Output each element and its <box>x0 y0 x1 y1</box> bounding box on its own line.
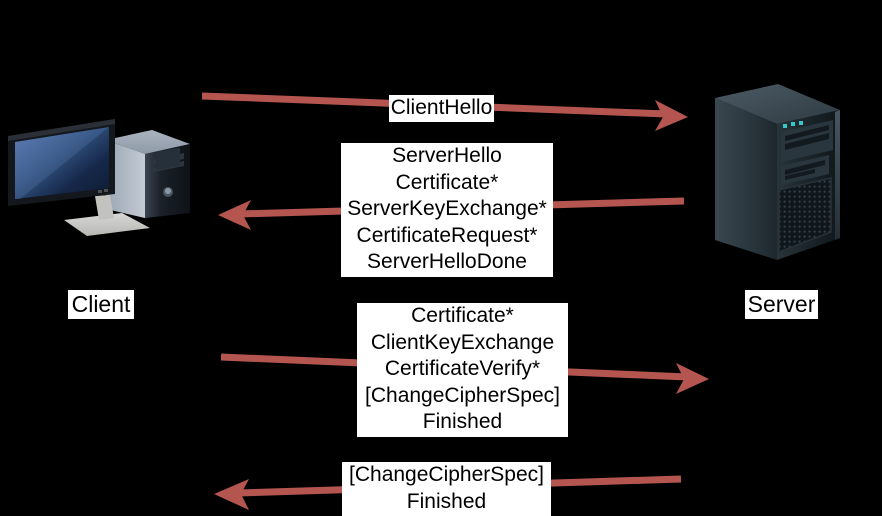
message-line: Finished <box>422 410 503 433</box>
server-led <box>791 122 795 126</box>
message-line: [ChangeCipherSpec] <box>349 463 544 486</box>
message-line: Certificate* <box>395 170 499 194</box>
client-device <box>2 108 204 240</box>
message-box-client-key-exchange-flight: Certificate* ClientKeyExchange Certifica… <box>357 303 568 437</box>
server-label: Server <box>745 290 818 319</box>
message-line: ServerHelloDone <box>367 250 527 273</box>
message-box-server-hello-flight: ServerHello Certificate* ServerKeyExchan… <box>341 143 553 277</box>
message-line: CertificateRequest* <box>356 223 538 247</box>
message-box-server-finished-flight: [ChangeCipherSpec] Finished <box>342 462 551 516</box>
message-line: ClientKeyExchange <box>370 330 555 354</box>
message-line: Certificate* <box>411 304 514 327</box>
server-led <box>799 121 803 125</box>
message-line: CertificateVerify* <box>384 357 541 380</box>
client-label: Client <box>68 290 134 319</box>
message-line: ClientHello <box>390 96 493 119</box>
message-box-client-hello: ClientHello <box>389 95 494 122</box>
server-device <box>703 80 861 285</box>
desktop-computer-icon <box>8 119 190 236</box>
server-led <box>783 124 787 128</box>
message-line: ServerHello <box>392 144 502 167</box>
server-tower-icon <box>715 84 840 260</box>
message-line: ServerKeyExchange* <box>347 197 547 220</box>
message-line: [ChangeCipherSpec] <box>365 383 560 407</box>
message-line: Finished <box>406 489 487 513</box>
